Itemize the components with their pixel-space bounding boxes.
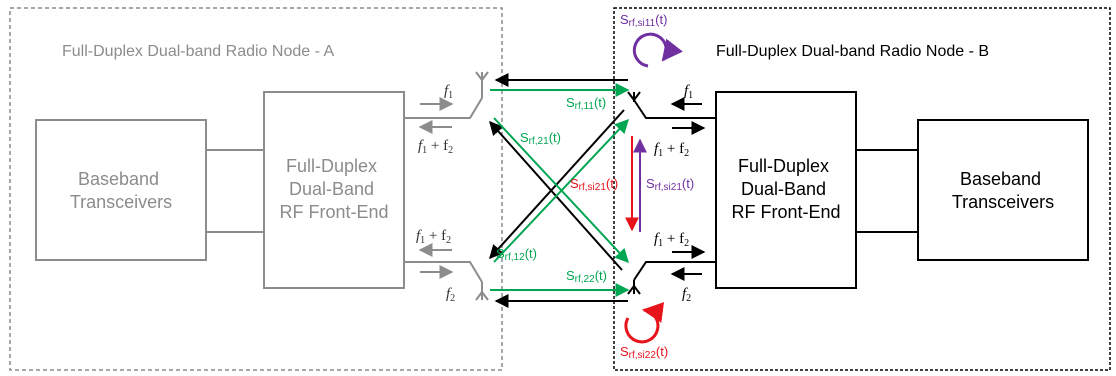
node-b-feed-top	[633, 99, 716, 119]
node-b-antenna-top-icon	[627, 91, 641, 102]
node-b-boundary	[613, 7, 1111, 371]
node-a-antenna-bottom-icon	[475, 282, 489, 301]
node-a: Full-Duplex Dual-band Radio Node - A Bas…	[9, 7, 503, 371]
node-a-f2-label: f2	[446, 286, 455, 304]
node-a-baseband-label: Baseband Transceivers	[70, 169, 172, 212]
signal-s21-label: Srf,21(t)	[520, 130, 561, 147]
signal-si11-label: Srf,si11(t)	[620, 12, 667, 29]
node-b-baseband-label: Baseband Transceivers	[952, 169, 1054, 212]
signal-s22-label: Srf,22(t)	[566, 268, 607, 285]
node-a-feed-bottom	[404, 261, 483, 283]
signal-labels: Srf,11(t) Srf,21(t) Srf,12(t) Srf,22(t) …	[496, 12, 694, 361]
node-b-f1f2-top-label: f1 + f2	[654, 141, 689, 159]
channel-paths	[489, 32, 683, 344]
signal-si21-red-label: Srf,si21(t)	[570, 176, 618, 193]
path-s12	[493, 118, 629, 263]
node-a-frontend-label: Full-Duplex Dual-Band RF Front-End	[279, 156, 388, 222]
node-b-f1f2-bottom-label: f1 + f2	[654, 231, 689, 249]
node-b-f1-label: f1	[684, 83, 693, 101]
signal-si22-label: Srf,si22(t)	[620, 344, 668, 361]
node-a-frontend-box	[263, 91, 405, 289]
node-b-f2-label: f2	[682, 286, 691, 304]
node-b-baseband-box	[917, 119, 1089, 261]
signal-s11-label: Srf,11(t)	[566, 95, 606, 112]
path-si22-loop-icon	[624, 302, 665, 344]
node-a-title: Full-Duplex Dual-band Radio Node - A	[62, 43, 334, 60]
node-a-antenna-top-icon	[475, 71, 489, 98]
node-b-antenna-bottom-icon	[627, 280, 641, 295]
node-b: Full-Duplex Dual-band Radio Node - B Ful…	[613, 7, 1111, 371]
node-a-feed-top	[404, 97, 483, 119]
node-a-f1-label: f1	[444, 83, 453, 101]
node-a-baseband-box	[35, 119, 207, 261]
node-b-frontend-label: Full-Duplex Dual-Band RF Front-End	[731, 156, 840, 222]
node-b-title: Full-Duplex Dual-band Radio Node - B	[716, 43, 989, 60]
node-b-frontend-box	[715, 91, 857, 289]
signal-si21-purple-label: Srf,si21(t)	[646, 176, 694, 193]
path-cross-black-1	[489, 109, 625, 260]
path-si11-loop-icon	[632, 32, 683, 68]
node-a-boundary	[9, 7, 503, 371]
node-a-f1f2-bottom-label: f1 + f2	[416, 228, 451, 246]
node-b-feed-bottom	[633, 261, 716, 281]
signal-s12-label: Srf,12(t)	[496, 246, 537, 263]
node-a-f1f2-top-label: f1 + f2	[418, 138, 453, 156]
